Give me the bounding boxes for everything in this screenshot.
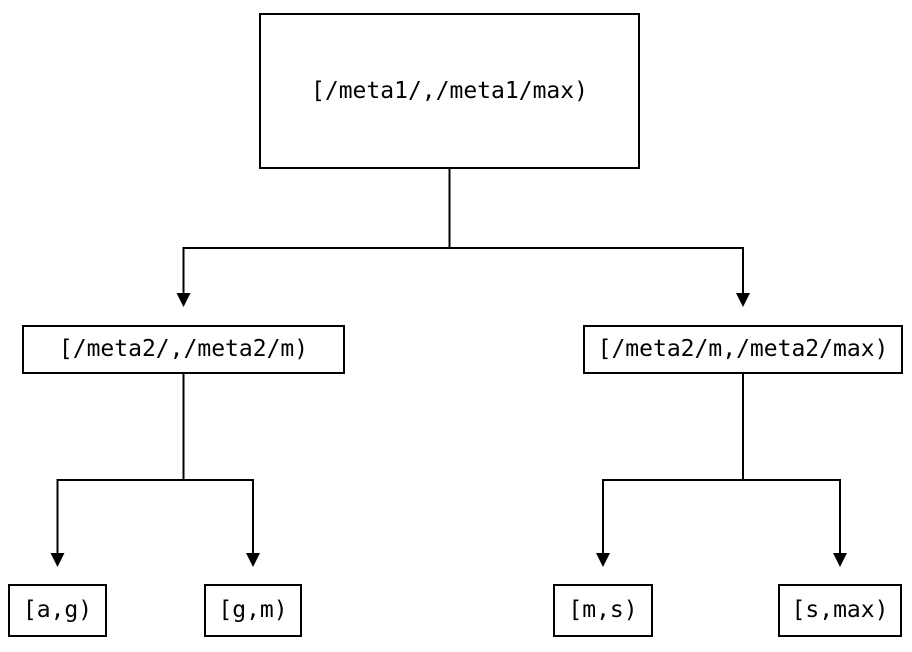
node-meta2-left: [/meta2/,/meta2/m) xyxy=(22,325,345,374)
node-meta2-right: [/meta2/m,/meta2/max) xyxy=(583,325,903,374)
arrowhead-leaf-ag xyxy=(50,553,65,567)
node-leaf-ag: [a,g) xyxy=(8,584,107,637)
node-root: [/meta1/,/meta1/max) xyxy=(259,13,640,169)
arrowhead-meta2-right xyxy=(736,293,750,307)
arrowhead-leaf-gm xyxy=(246,553,260,567)
node-leaf-smax: [s,max) xyxy=(778,584,902,637)
arrowhead-leaf-ms xyxy=(596,553,610,567)
arrowhead-meta2-left xyxy=(176,293,191,307)
node-leaf-ms: [m,s) xyxy=(553,584,653,637)
arrowhead-leaf-smax xyxy=(833,553,847,567)
node-leaf-gm: [g,m) xyxy=(204,584,302,637)
